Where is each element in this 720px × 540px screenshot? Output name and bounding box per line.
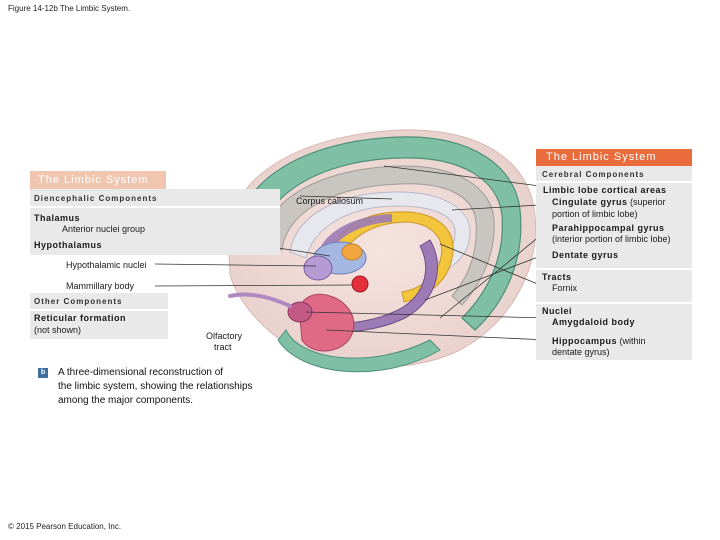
cingulate-row: Cingulate gyrus (superior (552, 197, 666, 207)
diencephalic-panel (30, 189, 280, 255)
hippocampus-shape (298, 293, 355, 352)
copyright: © 2015 Pearson Education, Inc. (8, 522, 122, 531)
nuclei-panel (536, 304, 692, 360)
hypothalamus-label: Hypothalamus (34, 240, 103, 250)
dentate-label: Dentate gyrus (552, 250, 619, 260)
parahippocampal-note: (interior portion of limbic lobe) (552, 234, 671, 244)
amygdaloid-label: Amygdaloid body (552, 317, 636, 327)
fornix-shape (329, 211, 454, 303)
leader-lines (154, 165, 549, 341)
hypothalamic-nuclei-label: Hypothalamic nuclei (66, 260, 147, 270)
divider (536, 181, 692, 183)
parahippocampal-label: Parahippocampal gyrus (552, 223, 665, 233)
other-components-title: Other Components (34, 297, 123, 306)
tract-label: tract (214, 342, 232, 352)
other-components-panel (30, 293, 168, 339)
olfactory-label: Olfactory (206, 331, 243, 341)
mammillary-body-label: Mammillary body (66, 281, 135, 291)
thalamus-label: Thalamus (34, 213, 81, 223)
nuclei-title: Nuclei (542, 306, 573, 316)
right-panel-header: The Limbic System (536, 149, 692, 166)
cerebral-panel (536, 166, 692, 268)
hippocampus-note: (within (619, 336, 646, 346)
reticular-formation-label: Reticular formation (34, 313, 127, 323)
anterior-nuclei-shape (341, 243, 363, 261)
fornix-label: Fornix (552, 283, 578, 293)
limbic-cortex-band (234, 136, 522, 331)
mammillary-body-shape (351, 275, 369, 293)
figure-part-badge: b (38, 368, 48, 378)
parahippocampal-gyrus-shape (277, 329, 441, 373)
tracts-title: Tracts (542, 272, 572, 282)
cingulate-note: (superior (630, 197, 666, 207)
figure-caption: A three-dimensional reconstruction of th… (58, 366, 298, 408)
cingulate-label: Cingulate gyrus (552, 197, 628, 207)
caption-line: the limbic system, showing the relations… (58, 381, 253, 392)
divider (30, 309, 168, 311)
caption-line: A three-dimensional reconstruction of (58, 367, 224, 378)
caption-line: among the major components. (58, 395, 194, 406)
figure-title: Figure 14-12b The Limbic System. (8, 4, 131, 13)
hippocampus-label: Hippocampus (552, 336, 618, 346)
diencephalic-title: Diencephalic Components (34, 194, 158, 203)
cingulate-gyrus-shape (261, 165, 495, 306)
corpus-callosum-label: Corpus callosum (296, 196, 364, 206)
not-shown-label: (not shown) (34, 325, 82, 335)
hippocampus-note-2: dentate gyrus) (552, 347, 610, 357)
cingulate-note-2: portion of limbic lobe) (552, 209, 638, 219)
left-panel-header: The Limbic System (30, 171, 166, 189)
hypothalamus-shape (303, 255, 333, 281)
divider (30, 206, 280, 208)
limbic-lobe-label: Limbic lobe cortical areas (543, 185, 667, 195)
tracts-panel (536, 270, 692, 302)
olfactory-tract-shape (228, 292, 292, 308)
cerebral-title: Cerebral Components (542, 170, 645, 179)
hippocampus-row: Hippocampus (within (552, 336, 646, 346)
anterior-nuclei-label: Anterior nuclei group (62, 224, 146, 234)
